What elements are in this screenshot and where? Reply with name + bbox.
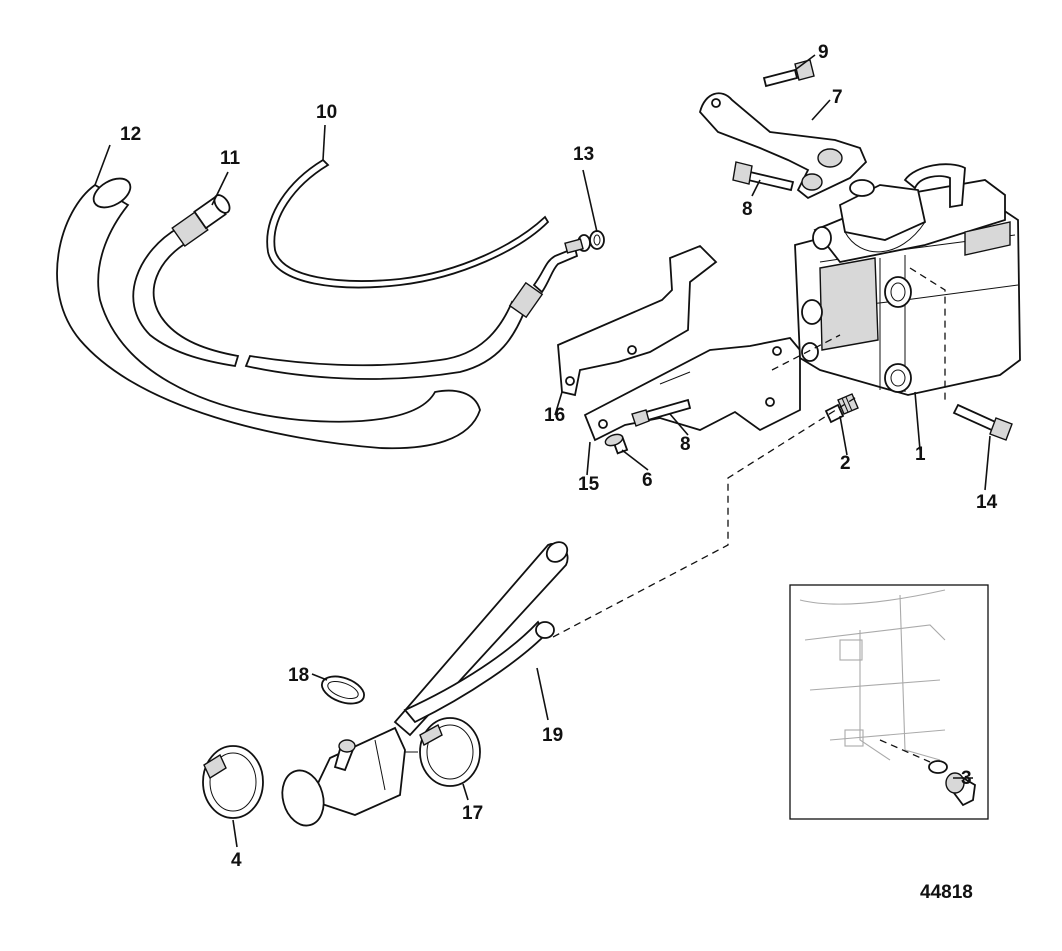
clamp-18	[321, 675, 365, 705]
bracket-16	[557, 244, 718, 397]
hose-19	[281, 541, 569, 827]
callout-11: 11	[220, 148, 241, 169]
hose-12	[56, 177, 481, 450]
callout-3: 3	[961, 768, 972, 789]
figure-id: 44818	[920, 882, 973, 903]
callout-19: 19	[542, 725, 563, 746]
callout-1: 1	[915, 444, 926, 465]
callout-7: 7	[832, 87, 843, 108]
callout-labels: 12 11 10 13 9 7 8 1 2 14 8 6 15 16 18 19…	[120, 42, 998, 903]
bolt-8-upper	[732, 161, 795, 192]
main-housing-1	[794, 163, 1021, 396]
callout-17: 17	[462, 803, 483, 824]
callout-18: 18	[288, 665, 309, 686]
callout-8-upper: 8	[742, 199, 753, 220]
tube-10	[266, 158, 550, 289]
callout-12: 12	[120, 124, 141, 145]
bracket-7	[699, 92, 868, 200]
screw-14	[952, 403, 1013, 441]
bolt-9	[762, 59, 815, 88]
inset-detail	[789, 584, 989, 820]
callout-16: 16	[544, 405, 565, 426]
connection-lines	[552, 267, 946, 638]
callout-8-lower: 8	[680, 434, 691, 455]
clamp-17	[405, 717, 481, 787]
bolt-8-lower	[631, 398, 692, 427]
callout-15: 15	[578, 474, 600, 495]
callout-10: 10	[316, 102, 337, 123]
clamp-4	[202, 745, 264, 819]
hose-11	[132, 194, 591, 380]
callout-14: 14	[976, 492, 998, 513]
callout-4: 4	[231, 850, 242, 871]
fitting-2	[824, 393, 859, 424]
callout-2: 2	[840, 453, 851, 474]
o-ring-13	[589, 230, 605, 250]
leader-lines	[94, 54, 991, 848]
callout-13: 13	[573, 144, 594, 165]
callout-9: 9	[818, 42, 829, 63]
bolt-6	[604, 433, 629, 455]
callout-6: 6	[642, 470, 653, 491]
